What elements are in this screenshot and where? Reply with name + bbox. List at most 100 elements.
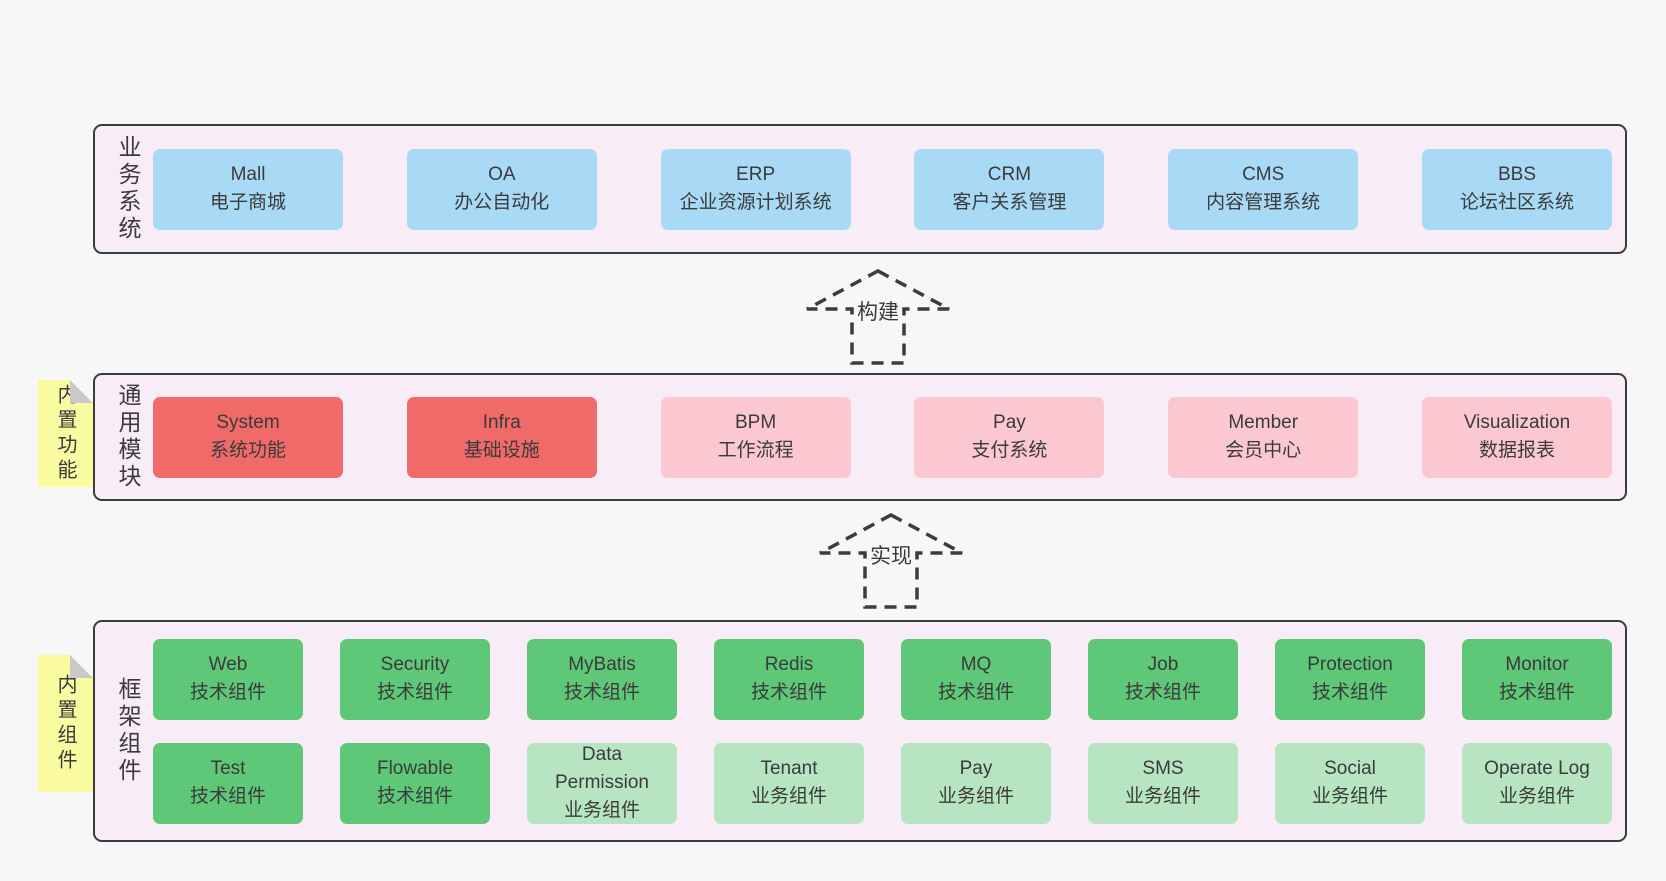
component-row: Mall 电子商城 OA 办公自动化 ERP 企业资源计划系统 CRM 客户关系管理 CMS 内容… bbox=[153, 148, 1612, 230]
box-name: Test bbox=[210, 758, 246, 779]
box-name: Pay bbox=[959, 758, 993, 779]
box-desc: 工作流程 bbox=[717, 440, 794, 461]
band-label: 业务系统 bbox=[115, 135, 141, 243]
box-desc: 技术组件 bbox=[1498, 682, 1575, 703]
box-bbs: BBS 论坛社区系统 bbox=[1421, 148, 1612, 230]
box-name: MyBatis bbox=[568, 654, 636, 675]
box-cms: CMS 内容管理系统 bbox=[1168, 148, 1359, 230]
box-visualization: Visualization 数据报表 bbox=[1421, 396, 1612, 478]
sticky-note-builtin-components: 内置组件 bbox=[38, 655, 93, 792]
box-name: Security bbox=[380, 654, 450, 675]
box-desc: 技术组件 bbox=[1311, 682, 1388, 703]
box-name: Visualization bbox=[1463, 412, 1571, 433]
box-data-permission: Data Permission 业务组件 bbox=[527, 742, 677, 824]
band-label: 框架组件 bbox=[115, 677, 141, 785]
box-desc: 内容管理系统 bbox=[1206, 192, 1321, 213]
box-pay: Pay 业务组件 bbox=[901, 742, 1051, 824]
box-name: Mall bbox=[230, 164, 266, 185]
box-name: Tenant bbox=[760, 758, 818, 779]
box-name: BBS bbox=[1497, 164, 1536, 185]
arrow-build: 构建 bbox=[803, 268, 953, 366]
folded-corner-icon bbox=[70, 655, 93, 678]
box-erp: ERP 企业资源计划系统 bbox=[660, 148, 851, 230]
box-name: Social bbox=[1324, 758, 1376, 779]
box-desc: 基础设施 bbox=[463, 440, 540, 461]
arrow-label: 构建 bbox=[854, 296, 902, 326]
box-protection: Protection 技术组件 bbox=[1275, 638, 1425, 720]
box-member: Member 会员中心 bbox=[1168, 396, 1359, 478]
box-name: SMS bbox=[1142, 758, 1184, 779]
box-name: Pay bbox=[993, 412, 1026, 433]
box-name: Infra bbox=[482, 412, 521, 433]
box-desc: 论坛社区系统 bbox=[1459, 192, 1574, 213]
box-mybatis: MyBatis 技术组件 bbox=[527, 638, 677, 720]
box-security: Security 技术组件 bbox=[340, 638, 490, 720]
box-name: Monitor bbox=[1505, 654, 1569, 675]
up-block-arrow-icon bbox=[819, 513, 963, 609]
box-desc: 业务组件 bbox=[1124, 786, 1201, 807]
box-desc: 支付系统 bbox=[971, 440, 1048, 461]
box-name: Protection bbox=[1307, 654, 1393, 675]
box-desc: 客户关系管理 bbox=[952, 192, 1067, 213]
box-name: System bbox=[216, 412, 280, 433]
arrow-label: 实现 bbox=[867, 540, 915, 570]
box-pay: Pay 支付系统 bbox=[914, 396, 1105, 478]
box-name: MQ bbox=[960, 654, 992, 675]
box-name: Operate Log bbox=[1484, 758, 1590, 779]
box-name: Web bbox=[208, 654, 248, 675]
box-desc: 办公自动化 bbox=[454, 192, 550, 213]
box-name: CRM bbox=[987, 164, 1032, 185]
sticky-note-text: 内置功能 bbox=[54, 383, 76, 484]
box-desc: 技术组件 bbox=[750, 682, 827, 703]
sticky-note-builtin-features: 内置功能 bbox=[38, 380, 93, 487]
up-block-arrow-icon bbox=[806, 269, 950, 365]
box-desc: 数据报表 bbox=[1478, 440, 1555, 461]
box-name: ERP bbox=[736, 164, 776, 185]
box-test: Test 技术组件 bbox=[153, 742, 303, 824]
box-desc: 技术组件 bbox=[189, 682, 266, 703]
box-desc: 电子商城 bbox=[209, 192, 286, 213]
box-desc: 技术组件 bbox=[1124, 682, 1201, 703]
box-name: Data Permission bbox=[555, 744, 649, 793]
box-redis: Redis 技术组件 bbox=[714, 638, 864, 720]
box-name: Redis bbox=[764, 654, 814, 675]
sticky-note-text: 内置组件 bbox=[54, 673, 76, 774]
box-crm: CRM 客户关系管理 bbox=[914, 148, 1105, 230]
box-desc: 技术组件 bbox=[189, 786, 266, 807]
box-mall: Mall 电子商城 bbox=[153, 148, 343, 230]
box-desc: 技术组件 bbox=[937, 682, 1014, 703]
box-desc: 会员中心 bbox=[1225, 440, 1302, 461]
folded-corner-icon bbox=[70, 380, 93, 403]
box-name: CMS bbox=[1242, 164, 1285, 185]
box-name: Flowable bbox=[376, 758, 454, 779]
band-content: Mall 电子商城 OA 办公自动化 ERP 企业资源计划系统 CRM 客户关系管理 CMS 内容… bbox=[145, 126, 1625, 252]
box-name: Member bbox=[1228, 412, 1299, 433]
box-mq: MQ 技术组件 bbox=[901, 638, 1051, 720]
box-desc: 技术组件 bbox=[563, 682, 640, 703]
box-desc: 企业资源计划系统 bbox=[679, 192, 832, 213]
box-infra: Infra 基础设施 bbox=[406, 396, 597, 478]
box-desc: 业务组件 bbox=[1498, 786, 1575, 807]
box-desc: 业务组件 bbox=[563, 800, 640, 821]
box-name: OA bbox=[488, 164, 516, 185]
box-bpm: BPM 工作流程 bbox=[660, 396, 851, 478]
box-name: BPM bbox=[735, 412, 777, 433]
box-desc: 业务组件 bbox=[937, 786, 1014, 807]
box-monitor: Monitor 技术组件 bbox=[1462, 638, 1612, 720]
arrow-implement: 实现 bbox=[816, 512, 966, 610]
band-business-systems: 业务系统 Mall 电子商城 OA 办公自动化 ERP 企业资源计划系统 CRM 客户关系管理… bbox=[93, 124, 1627, 254]
box-operate-log: Operate Log 业务组件 bbox=[1462, 742, 1612, 824]
box-desc: 技术组件 bbox=[376, 682, 453, 703]
box-oa: OA 办公自动化 bbox=[406, 148, 597, 230]
